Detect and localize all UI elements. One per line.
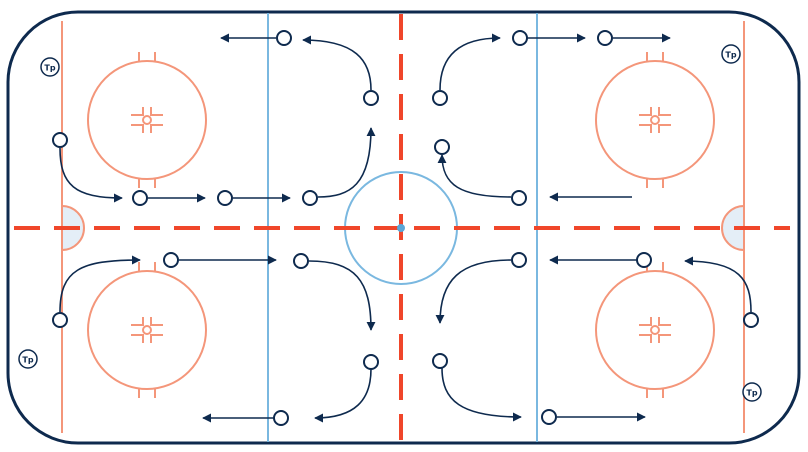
trainer-label: Tp xyxy=(725,51,736,60)
trainer-marker-icon: Tp xyxy=(18,349,38,369)
arrow-path-icon xyxy=(317,127,376,198)
faceoff-l-mark xyxy=(658,334,671,343)
faceoff-l-mark xyxy=(150,334,163,343)
hollow-circle-icon xyxy=(511,190,527,206)
trainer-marker-icon: Tp xyxy=(40,57,60,77)
faceoff-circle xyxy=(595,60,715,180)
arrow-path-icon xyxy=(437,154,512,198)
faceoff-l-mark xyxy=(131,334,144,343)
faceoff-l-mark xyxy=(131,107,144,116)
faceoff-circle xyxy=(595,270,715,390)
arrow-path-icon xyxy=(59,147,123,203)
arrow-path-icon xyxy=(314,368,372,423)
faceoff-circle xyxy=(87,60,207,180)
faceoff-dot xyxy=(650,115,660,125)
arrow-path-icon xyxy=(684,256,752,313)
faceoff-l-mark xyxy=(639,107,652,116)
hollow-circle-icon xyxy=(434,139,450,155)
hollow-circle-icon xyxy=(636,252,652,268)
faceoff-l-mark xyxy=(639,124,652,133)
arrow-path-icon xyxy=(441,367,522,422)
faceoff-dot xyxy=(142,325,152,335)
faceoff-l-mark xyxy=(658,124,671,133)
hollow-circle-icon xyxy=(363,90,379,106)
faceoff-l-mark xyxy=(658,107,671,116)
hollow-circle-icon xyxy=(52,312,68,328)
faceoff-l-mark xyxy=(658,317,671,326)
trainer-marker-icon: Tp xyxy=(742,382,762,402)
faceoff-l-mark xyxy=(131,124,144,133)
faceoff-dot xyxy=(142,115,152,125)
hollow-circle-icon xyxy=(273,410,289,426)
faceoff-l-mark xyxy=(150,124,163,133)
faceoff-l-mark xyxy=(639,334,652,343)
faceoff-l-mark xyxy=(639,317,652,326)
faceoff-l-mark xyxy=(150,317,163,326)
trainer-label: Tp xyxy=(746,389,757,398)
hollow-circle-icon xyxy=(597,30,613,46)
goal-crease-right xyxy=(721,204,745,252)
trainer-label: Tp xyxy=(22,356,33,365)
faceoff-dot xyxy=(650,325,660,335)
trainer-markers: Tp Tp Tp Tp xyxy=(18,44,762,402)
hollow-circle-icon xyxy=(432,90,448,106)
hollow-circle-icon xyxy=(293,253,309,269)
faceoff-l-mark xyxy=(131,317,144,326)
faceoff-l-mark xyxy=(150,107,163,116)
hollow-circle-icon xyxy=(432,353,448,369)
arrow-path-icon xyxy=(308,260,376,331)
faceoff-circle xyxy=(87,270,207,390)
hollow-circle-icon xyxy=(217,190,233,206)
trainer-label: Tp xyxy=(44,64,55,73)
faceoff-circles xyxy=(87,52,715,398)
hollow-circle-icon xyxy=(363,354,379,370)
center-dot xyxy=(397,224,405,232)
hollow-circle-icon xyxy=(163,252,179,268)
hollow-circle-icon xyxy=(302,190,318,206)
arrow-path-icon xyxy=(302,35,372,91)
hollow-circle-icon xyxy=(512,30,528,46)
arrow-path-icon xyxy=(59,255,141,313)
trainer-marker-icon: Tp xyxy=(721,44,741,64)
movement-paths xyxy=(59,33,752,423)
hollow-circle-icon xyxy=(743,312,759,328)
arrow-path-icon xyxy=(435,259,512,324)
hollow-circle-icon xyxy=(52,132,68,148)
arrow-path-icon xyxy=(439,33,501,91)
player-markers xyxy=(52,30,759,426)
hollow-circle-icon xyxy=(511,252,527,268)
hollow-circle-icon xyxy=(132,190,148,206)
hollow-circle-icon xyxy=(276,30,292,46)
hollow-circle-icon xyxy=(541,409,557,425)
